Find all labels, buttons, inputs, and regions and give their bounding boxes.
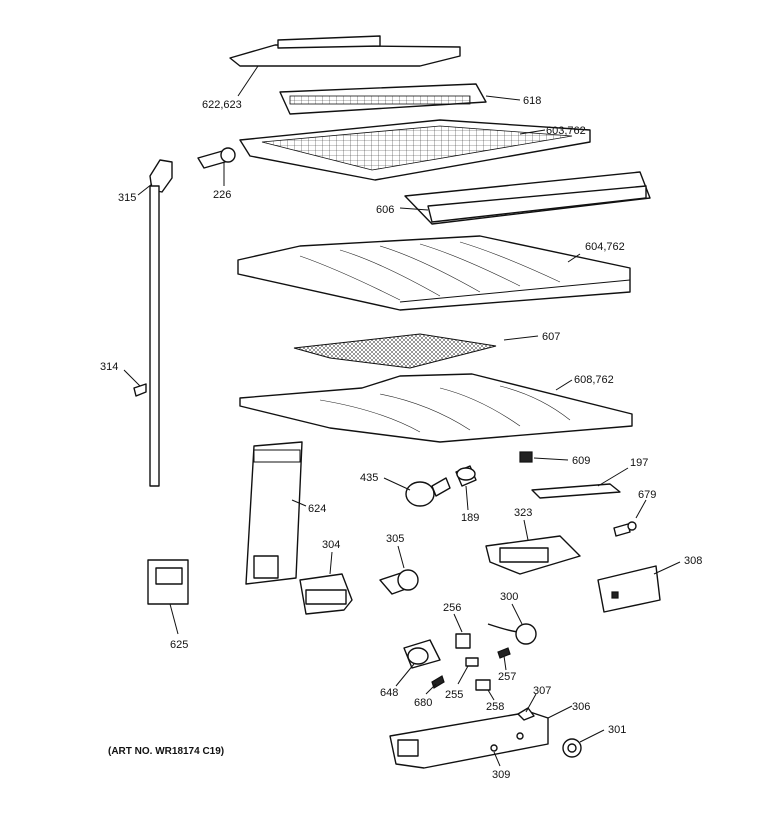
part-pan-cover-608-762 xyxy=(239,373,633,443)
callout-258: 258 xyxy=(486,701,504,713)
callout-609: 609 xyxy=(572,455,590,467)
callout-606: 606 xyxy=(376,204,394,216)
callout-309: 309 xyxy=(492,769,510,781)
callout-625: 625 xyxy=(170,639,188,651)
part-filter-607 xyxy=(293,333,539,369)
part-light-bulb-435 xyxy=(383,477,451,507)
part-screw-257 xyxy=(497,647,511,671)
callout-301: 301 xyxy=(608,724,626,736)
callout-679: 679 xyxy=(638,489,656,501)
callout-315: 315 xyxy=(118,192,136,204)
part-timer-648 xyxy=(395,639,441,687)
art-number: (ART NO. WR18174 C19) xyxy=(108,746,224,757)
callout-622-623: 622,623 xyxy=(202,99,242,111)
callout-189: 189 xyxy=(461,512,479,524)
part-switch-256 xyxy=(453,613,471,649)
part-307 xyxy=(517,693,537,721)
part-hinge-rod-315 xyxy=(137,159,173,487)
callout-608-762: 608,762 xyxy=(574,374,614,386)
part-thermostat-300 xyxy=(487,603,537,645)
part-housing-304 xyxy=(299,551,353,615)
callout-305: 305 xyxy=(386,533,404,545)
part-screw-679 xyxy=(613,499,647,537)
callout-624: 624 xyxy=(308,503,326,515)
callout-323: 323 xyxy=(514,507,532,519)
part-bracket-308 xyxy=(597,561,681,613)
callout-603-762: 603,762 xyxy=(546,125,586,137)
part-control-323 xyxy=(485,519,581,575)
part-duct-624 xyxy=(245,441,307,585)
part-pin-226 xyxy=(197,147,236,186)
part-pin-314 xyxy=(123,369,147,397)
callout-226: 226 xyxy=(213,189,231,201)
callout-300: 300 xyxy=(500,591,518,603)
callout-314: 314 xyxy=(100,361,118,373)
part-309 xyxy=(493,751,501,767)
part-rail-618 xyxy=(279,83,521,115)
callout-308: 308 xyxy=(684,555,702,567)
callout-604-762: 604,762 xyxy=(585,241,625,253)
callout-255: 255 xyxy=(445,689,463,701)
part-knob-305 xyxy=(379,545,419,595)
callout-607: 607 xyxy=(542,331,560,343)
callout-197: 197 xyxy=(630,457,648,469)
part-knob-301 xyxy=(562,729,605,758)
part-bracket-625 xyxy=(147,559,189,635)
part-strip-197 xyxy=(531,467,629,499)
part-shelf-603-762 xyxy=(239,119,591,181)
callout-648: 648 xyxy=(380,687,398,699)
callout-257: 257 xyxy=(498,671,516,683)
part-crisper-cover-604-762 xyxy=(237,235,631,311)
part-block-258 xyxy=(475,679,495,701)
callout-618: 618 xyxy=(523,95,541,107)
part-socket-189 xyxy=(455,465,477,511)
callout-680: 680 xyxy=(414,697,432,709)
part-clip-609 xyxy=(519,451,569,463)
part-panel-606 xyxy=(399,171,651,225)
part-cover-622-623 xyxy=(229,35,461,97)
part-screw-680 xyxy=(425,675,445,695)
callout-307: 307 xyxy=(533,685,551,697)
callout-256: 256 xyxy=(443,602,461,614)
callout-435: 435 xyxy=(360,472,378,484)
part-clip-255 xyxy=(457,657,479,685)
callout-306: 306 xyxy=(572,701,590,713)
part-bracket-306 xyxy=(389,705,573,769)
callout-304: 304 xyxy=(322,539,340,551)
